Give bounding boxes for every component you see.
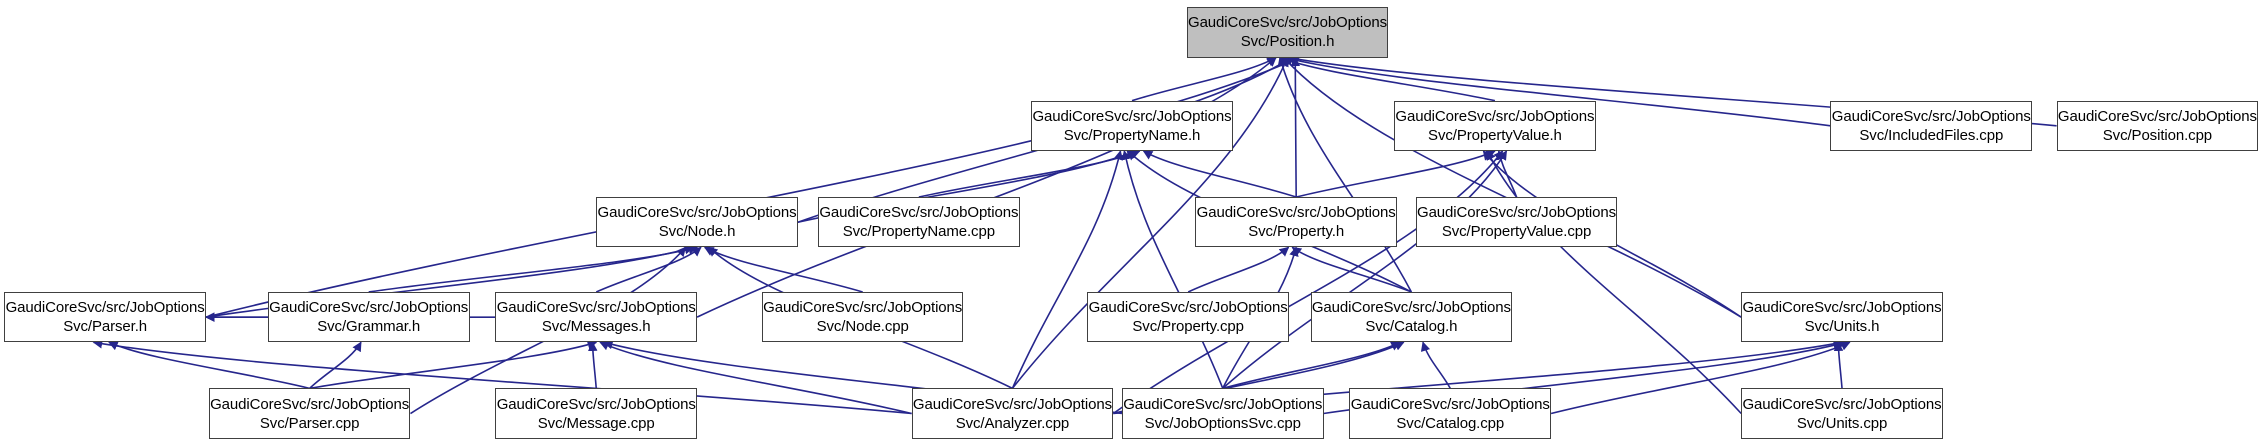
node-label-line2: Svc/Parser.cpp bbox=[259, 414, 360, 432]
graph-edge-property_h-to-propertyname_h bbox=[1142, 150, 1297, 198]
node-label-line2: Svc/Node.cpp bbox=[816, 318, 909, 336]
node-label-line1: GaudiCoreSvc/src/JobOptions bbox=[819, 204, 1019, 222]
node-label-line2: Svc/Parser.h bbox=[63, 318, 148, 336]
node-label-line1: GaudiCoreSvc/src/JobOptions bbox=[1742, 299, 1942, 317]
graph-edge-analyzer_cpp-to-propertyvalue_h bbox=[1112, 150, 1504, 415]
node-label-line1: GaudiCoreSvc/src/JobOptions bbox=[1350, 395, 1550, 413]
node-label-line2: Svc/Node.h bbox=[658, 223, 736, 241]
graph-edge-analyzer_cpp-to-position_h bbox=[1011, 56, 1289, 389]
node-label-line1: GaudiCoreSvc/src/JobOptions bbox=[210, 395, 410, 413]
node-label-line2: Svc/PropertyName.h bbox=[1063, 126, 1201, 144]
graph-edge-messages_h-to-node_h bbox=[595, 246, 702, 293]
node-label-line2: Svc/Catalog.h bbox=[1365, 318, 1458, 336]
node-label-line1: GaudiCoreSvc/src/JobOptions bbox=[1831, 107, 2031, 125]
node-label-line1: GaudiCoreSvc/src/JobOptions bbox=[1311, 299, 1511, 317]
node-label-line1: GaudiCoreSvc/src/JobOptions bbox=[763, 299, 963, 317]
node-label-line2: Svc/Message.cpp bbox=[537, 414, 655, 432]
graph-edge-joboptionssvc_cpp-to-propertyname_h bbox=[1121, 150, 1224, 389]
graph-edge-parser_h-to-position_h bbox=[205, 56, 1300, 318]
graph-edge-catalog_h-to-position_h bbox=[1277, 56, 1413, 293]
graph-edge-property_cpp-to-property_h bbox=[1187, 246, 1290, 293]
graph-edge-analyzer_cpp-to-messages_h bbox=[599, 341, 912, 415]
graph-edge-analyzer_cpp-to-parser_h bbox=[92, 339, 912, 415]
node-label-line2: Svc/PropertyName.cpp bbox=[842, 223, 995, 241]
node-label-line2: Svc/Catalog.cpp bbox=[1396, 414, 1505, 432]
graph-edge-messages_h-to-position_h bbox=[696, 56, 1277, 318]
graph-edge-units_cpp-to-units_h bbox=[1833, 341, 1844, 389]
graph-edge-parser_cpp-to-parser_h bbox=[108, 341, 310, 390]
graph-edge-joboptionssvc_cpp-to-propertyvalue_h bbox=[1222, 150, 1508, 389]
node-label-line2: Svc/PropertyValue.h bbox=[1428, 126, 1562, 144]
node-label-line1: GaudiCoreSvc/src/JobOptions bbox=[1123, 395, 1323, 413]
node-label-line1: GaudiCoreSvc/src/JobOptions bbox=[1188, 14, 1388, 32]
graph-edge-parser_cpp-to-messages_h bbox=[309, 340, 598, 390]
node-label-line1: GaudiCoreSvc/src/JobOptions bbox=[1395, 107, 1595, 125]
node-label-line1: GaudiCoreSvc/src/JobOptions bbox=[269, 299, 469, 317]
node-label-line2: Svc/Position.cpp bbox=[2102, 126, 2213, 144]
node-label-line2: Svc/Grammar.h bbox=[317, 318, 421, 336]
node-label-line2: Svc/JobOptionsSvc.cpp bbox=[1144, 414, 1301, 432]
node-label-line1: GaudiCoreSvc/src/JobOptions bbox=[1417, 204, 1617, 222]
graph-edge-grammar_h-to-node_h bbox=[368, 244, 698, 293]
graph-edge-node_cpp-to-node_h bbox=[703, 246, 863, 293]
graph-edge-joboptionssvc_cpp-to-catalog_h bbox=[1222, 341, 1401, 390]
node-label-line1: GaudiCoreSvc/src/JobOptions bbox=[1032, 107, 1232, 125]
graph-edge-catalog_cpp-to-units_h bbox=[1550, 341, 1851, 415]
node-label-line2: Svc/IncludedFiles.cpp bbox=[1859, 126, 2004, 144]
graph-edge-analyzer_cpp-to-propertyname_h bbox=[1011, 150, 1124, 389]
graph-edge-property_h-to-position_h bbox=[1290, 56, 1301, 198]
graph-edge-message_cpp-to-messages_h bbox=[587, 341, 598, 389]
graph-edge-catalog_cpp-to-catalog_h bbox=[1420, 341, 1451, 389]
graph-edge-propertyname_h-to-position_h bbox=[1131, 56, 1277, 102]
graph-edge-property_h-to-propertyvalue_h bbox=[1295, 150, 1496, 198]
node-label-line2: Svc/PropertyValue.cpp bbox=[1441, 223, 1592, 241]
node-label-line1: GaudiCoreSvc/src/JobOptions bbox=[2057, 107, 2257, 125]
graph-edge-includedfiles_cpp-to-position_h bbox=[1282, 54, 1831, 127]
node-label-line2: Svc/Analyzer.cpp bbox=[955, 414, 1070, 432]
node-label-line2: Svc/Property.cpp bbox=[1132, 318, 1244, 336]
graph-edge-units_cpp-to-propertyvalue_h bbox=[1486, 150, 1742, 415]
graph-edge-catalog_h-to-property_h bbox=[1291, 246, 1412, 293]
node-label-line2: Svc/Property.h bbox=[1248, 223, 1345, 241]
node-label-line1: GaudiCoreSvc/src/JobOptions bbox=[1196, 204, 1396, 222]
node-label-line1: GaudiCoreSvc/src/JobOptions bbox=[1742, 395, 1942, 413]
node-label-line2: Svc/Position.h bbox=[1240, 33, 1335, 51]
node-label-line1: GaudiCoreSvc/src/JobOptions bbox=[496, 299, 696, 317]
graph-edge-units_h-to-position_h bbox=[1283, 56, 1742, 318]
node-label-line2: Svc/Units.h bbox=[1804, 318, 1880, 336]
node-label-line1: GaudiCoreSvc/src/JobOptions bbox=[597, 204, 797, 222]
node-label-line2: Svc/Messages.h bbox=[541, 318, 651, 336]
graph-edge-parser_cpp-to-grammar_h bbox=[309, 341, 362, 389]
node-label-line1: GaudiCoreSvc/src/JobOptions bbox=[5, 299, 205, 317]
node-label-line1: GaudiCoreSvc/src/JobOptions bbox=[496, 395, 696, 413]
node-label-line1: GaudiCoreSvc/src/JobOptions bbox=[912, 395, 1112, 413]
node-label-line1: GaudiCoreSvc/src/JobOptions bbox=[1088, 299, 1288, 317]
node-label-line2: Svc/Units.cpp bbox=[1796, 414, 1888, 432]
